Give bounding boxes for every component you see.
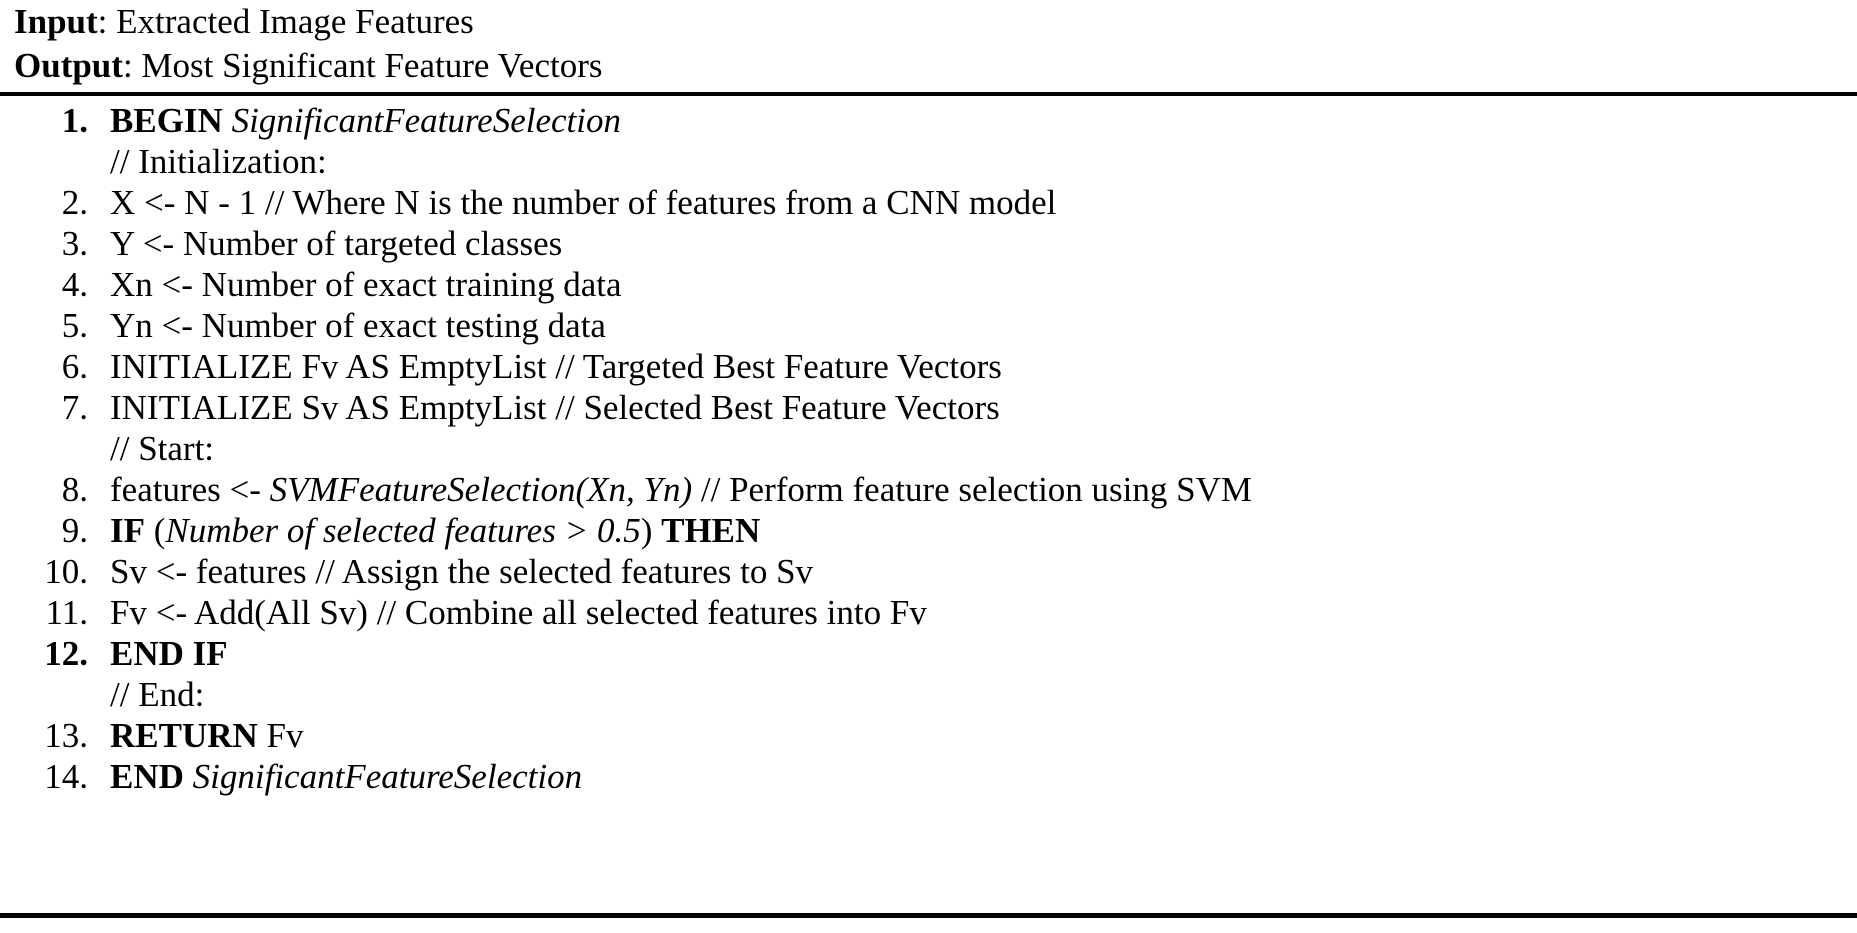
step-text-fragment [184,757,193,796]
step-text: Yn <- Number of exact testing data [110,305,1857,346]
step-text-fragment: INITIALIZE Fv AS EmptyList // Targeted B… [110,347,1002,386]
step-text-fragment: ) [640,511,662,550]
step-text: // End: [110,674,1857,715]
step-text-fragment: IF [110,511,145,550]
step-text: RETURN Fv [110,715,1857,756]
step-text: Y <- Number of targeted classes [110,223,1857,264]
footer-divider-rule [0,913,1857,918]
step-text-fragment: END IF [110,634,228,673]
algorithm-step-row: 9. IF (Number of selected features > 0.5)… [0,510,1857,551]
algorithm-step-row: 12. END IF [0,633,1857,674]
step-number: 9. [61,511,88,550]
step-text: END IF [110,633,1857,674]
algorithm-step-row: 4. Xn <- Number of exact training data [0,264,1857,305]
step-text: Xn <- Number of exact training data [110,264,1857,305]
algorithm-steps-list: 1.BEGIN SignificantFeatureSelection// In… [0,96,1857,797]
algorithm-header: Input: Extracted Image Features Output: … [0,0,1857,88]
step-text: INITIALIZE Sv AS EmptyList // Selected B… [110,387,1857,428]
output-value: : Most Significant Feature Vectors [122,46,603,85]
step-text-fragment: Number of selected features > 0.5 [165,511,641,550]
step-text: IF (Number of selected features > 0.5) T… [110,510,1857,551]
step-number: 12. [44,634,88,673]
step-number: 13. [44,716,88,755]
step-text-fragment: INITIALIZE Sv AS EmptyList // Selected B… [110,388,1000,427]
step-text: Sv <- features // Assign the selected fe… [110,551,1857,592]
step-text-fragment: BEGIN [110,101,223,140]
step-text-fragment: SVMFeatureSelection(Xn, Yn) [269,470,693,509]
algorithm-step-row: 2. X <- N - 1 // Where N is the number of… [0,182,1857,223]
step-text-fragment: X <- N - 1 // Where N is the number of f… [110,183,1057,222]
step-text-fragment: Xn <- Number of exact training data [110,265,622,304]
step-number: 3. [61,224,88,263]
input-label: Input [14,2,98,41]
step-text: END SignificantFeatureSelection [110,756,1857,797]
algorithm-step-row: 8. features <- SVMFeatureSelection(Xn, Yn… [0,469,1857,510]
step-text-fragment: Yn <- Number of exact testing data [110,306,606,345]
step-text-fragment: ( [145,511,166,550]
step-text-fragment: SignificantFeatureSelection [231,101,621,140]
step-text-fragment: THEN [661,511,761,550]
step-text-fragment: // Initialization: [110,142,327,181]
algorithm-step-row: 11. Fv <- Add(All Sv) // Combine all sele… [0,592,1857,633]
algorithm-step-row: 14. END SignificantFeatureSelection [0,756,1857,797]
step-text-fragment: END [110,757,184,796]
step-number: 11. [45,593,88,632]
output-line: Output: Most Significant Feature Vectors [14,44,1857,88]
algorithm-step-row: 7. INITIALIZE Sv AS EmptyList // Selected… [0,387,1857,428]
step-text-fragment: // Perform feature selection using SVM [692,470,1253,509]
step-text-fragment: SignificantFeatureSelection [192,757,583,796]
step-text: // Start: [110,428,1857,469]
algorithm-comment-row: // End: [0,674,1857,715]
step-number: 7. [61,388,88,427]
step-text-fragment: Y <- Number of targeted classes [110,224,563,263]
step-text-fragment: Fv <- Add(All Sv) // Combine all selecte… [110,593,927,632]
step-text: INITIALIZE Fv AS EmptyList // Targeted B… [110,346,1857,387]
step-number: 2. [61,183,88,222]
input-value: : Extracted Image Features [97,2,474,41]
step-text-fragment: Sv <- features // Assign the selected fe… [110,552,814,591]
algorithm-step-row: 3. Y <- Number of targeted classes [0,223,1857,264]
step-number: 1. [61,101,88,140]
algorithm-comment-row: // Initialization: [0,141,1857,182]
algorithm-step-row: 5. Yn <- Number of exact testing data [0,305,1857,346]
algorithm-step-row: 13. RETURN Fv [0,715,1857,756]
algorithm-step-row: 1. BEGIN SignificantFeatureSelection [0,100,1857,141]
algorithm-step-row: 6. INITIALIZE Fv AS EmptyList // Targeted… [0,346,1857,387]
step-number: 6. [61,347,88,386]
algorithm-step-row: 10. Sv <- features // Assign the selected… [0,551,1857,592]
step-text-fragment: features <- [110,470,270,509]
step-number: 4. [61,265,88,304]
step-text-fragment: // End: [110,675,205,714]
step-text-fragment [223,101,232,140]
step-number: 5. [61,306,88,345]
output-label: Output [14,46,123,85]
step-text: // Initialization: [110,141,1857,182]
step-text: X <- N - 1 // Where N is the number of f… [110,182,1857,223]
step-text-fragment: Fv [257,716,304,755]
step-text-fragment: // Start: [110,429,215,468]
step-number: 10. [44,552,88,591]
algorithm-comment-row: // Start: [0,428,1857,469]
step-text-fragment: RETURN [110,716,258,755]
header-divider-rule [0,92,1857,96]
step-text: Fv <- Add(All Sv) // Combine all selecte… [110,592,1857,633]
step-number: 14. [44,757,88,796]
step-text: features <- SVMFeatureSelection(Xn, Yn) … [110,469,1857,510]
step-text: BEGIN SignificantFeatureSelection [110,100,1857,141]
input-line: Input: Extracted Image Features [14,0,1857,44]
step-number: 8. [61,470,88,509]
